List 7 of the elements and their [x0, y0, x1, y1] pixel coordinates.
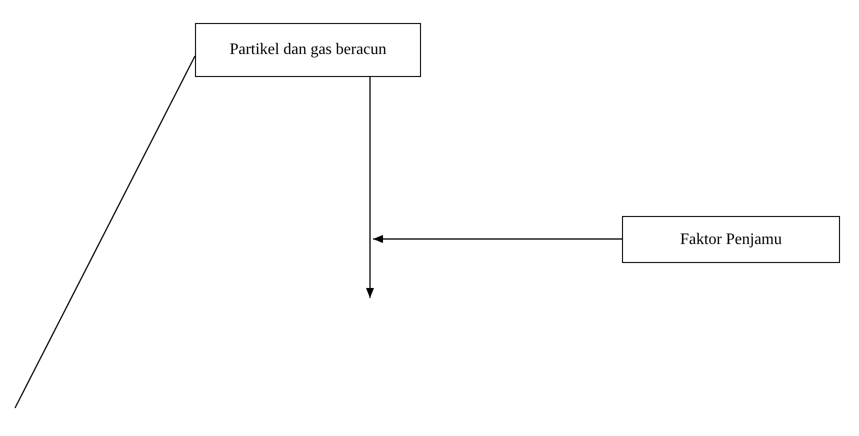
text-box: [195, 23, 421, 77]
text-box: [622, 216, 840, 263]
arrow: [366, 77, 374, 298]
arrow: [373, 235, 622, 243]
box-label: Faktor Penjamu: [680, 230, 782, 248]
box-label: Partikel dan gas beracun: [230, 41, 386, 59]
line: [14, 56, 196, 408]
